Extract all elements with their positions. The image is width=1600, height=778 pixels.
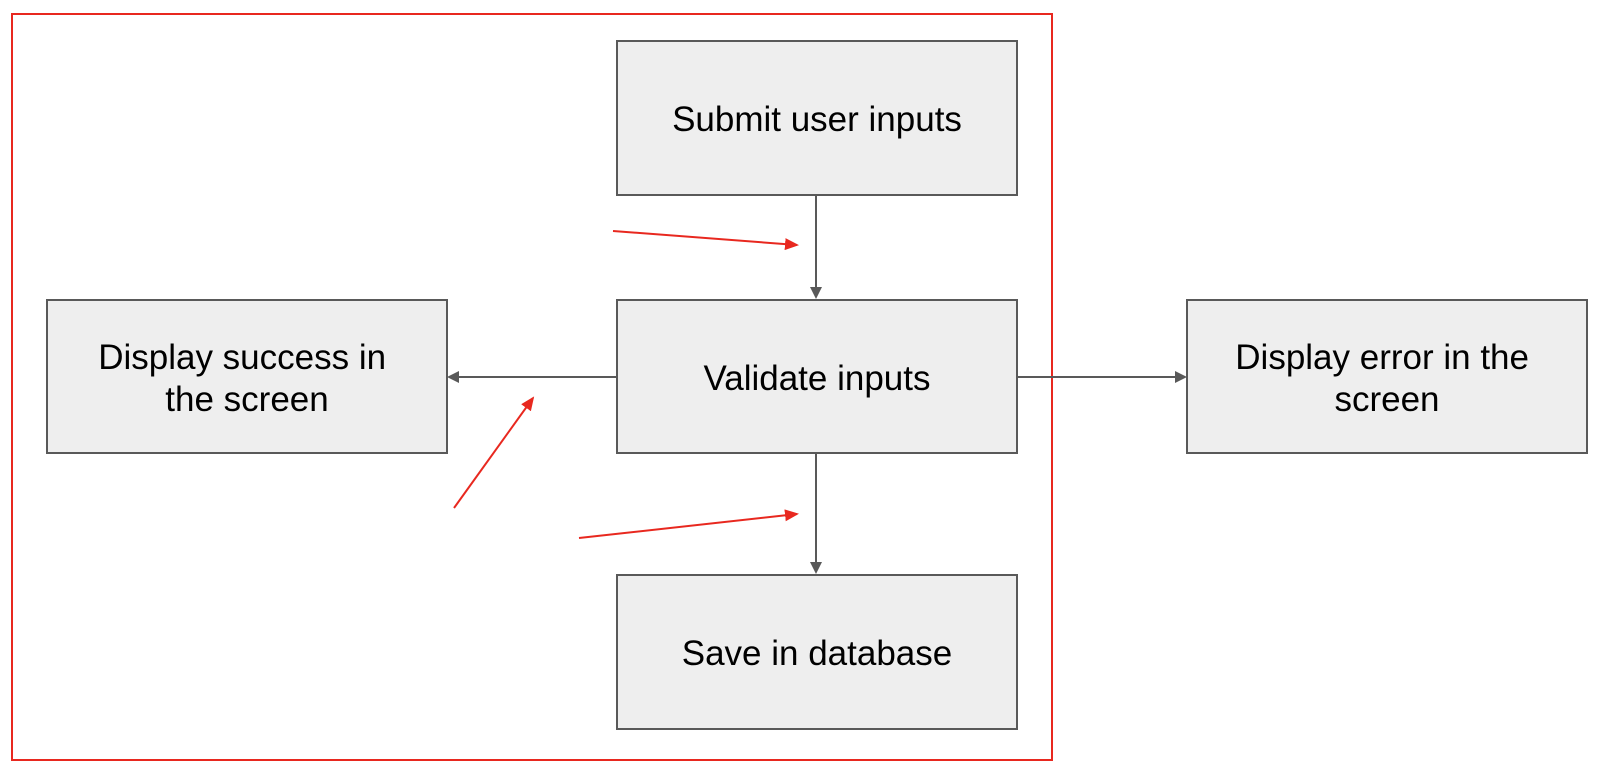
node-error: Display error in the screen [1186, 299, 1588, 454]
node-submit-label-line: Submit user inputs [672, 100, 962, 139]
node-save-box [616, 574, 1018, 730]
annotation-arrow-upper [612, 230, 799, 251]
node-submit-label: Submit user inputs [672, 100, 962, 139]
node-success-label-line-1: Display success in [98, 338, 386, 377]
node-save: Save in database [616, 574, 1018, 730]
node-error-label-line-1: Display error in the [1235, 338, 1529, 377]
node-submit-box [616, 40, 1018, 196]
node-validate: Validate inputs [616, 299, 1018, 454]
highlight-frame [11, 13, 1053, 761]
node-success-label: Display success in the screen [98, 338, 396, 419]
node-validate-label-line: Validate inputs [703, 359, 930, 398]
node-success-label-line-2: the screen [165, 380, 328, 419]
node-validate-box [616, 299, 1018, 454]
annotation-arrow-diagonal [453, 396, 535, 509]
node-submit: Submit user inputs [616, 40, 1018, 196]
node-error-label: Display error in the screen [1235, 338, 1538, 419]
node-save-label: Save in database [682, 634, 952, 673]
node-error-label-line-2: screen [1334, 380, 1439, 419]
node-error-box [1186, 299, 1588, 454]
node-success-box [46, 299, 448, 454]
node-validate-label: Validate inputs [703, 359, 930, 398]
node-save-label-line: Save in database [682, 634, 952, 673]
annotation-arrow-lower [578, 509, 799, 539]
node-success: Display success in the screen [46, 299, 448, 454]
